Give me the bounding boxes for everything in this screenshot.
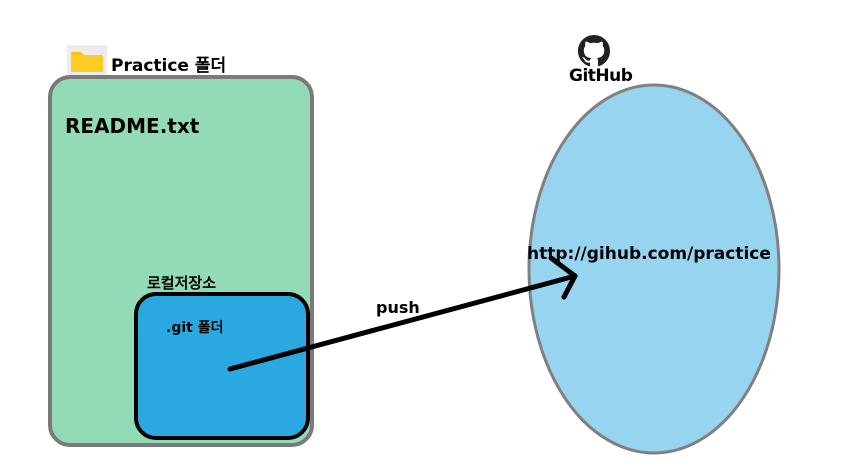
git-folder-label: .git 폴더	[166, 320, 224, 336]
local-repo-label: 로컬저장소	[147, 274, 217, 292]
push-label: push	[376, 298, 420, 317]
git-folder-box	[134, 292, 310, 440]
remote-repo-ellipse	[527, 83, 781, 455]
github-icon	[578, 35, 610, 67]
github-label: GitHub	[569, 66, 633, 86]
folder-icon	[71, 52, 103, 72]
remote-url: http://gihub.com/practice	[527, 244, 771, 264]
readme-file-label: README.txt	[65, 114, 200, 138]
folder-icon-frame	[67, 45, 107, 75]
folder-title: Practice 폴더	[111, 56, 227, 76]
